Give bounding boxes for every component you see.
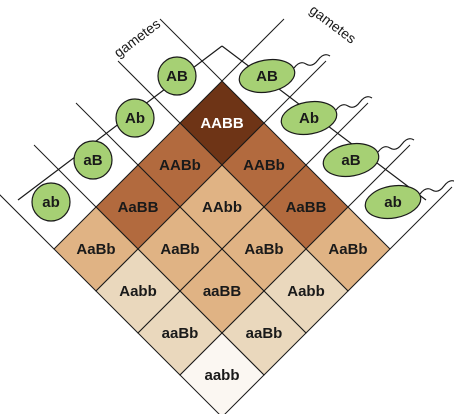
- punnett-cell-genotype: aaBb: [246, 325, 283, 342]
- left-divider-line: [117, 60, 181, 124]
- punnett-cell-genotype: AaBb: [76, 241, 115, 258]
- right-gamete-label: aB: [341, 152, 360, 169]
- right-gamete: Ab: [280, 96, 373, 136]
- gamete-ellipse: [364, 184, 422, 220]
- punnett-cell-genotype: AABb: [159, 157, 201, 174]
- right-gamete: aB: [322, 138, 415, 178]
- left-gamete: aB: [73, 140, 113, 180]
- right-gamete-label: ab: [384, 194, 402, 211]
- punnett-cell: [179, 332, 265, 414]
- right-gamete: AB: [238, 54, 331, 94]
- gamete-tail: [293, 54, 331, 69]
- punnett-cell-genotype: AaBb: [160, 241, 199, 258]
- left-gametes-header: gametes: [111, 15, 164, 60]
- gamete-circle: [157, 56, 197, 96]
- punnett-cell-genotype: AABB: [200, 115, 243, 132]
- punnett-cell-genotype: AaBb: [244, 241, 283, 258]
- gamete-tail: [377, 138, 415, 153]
- punnett-cell-genotype: AaBb: [328, 241, 367, 258]
- gamete-ellipse: [322, 142, 380, 178]
- left-gamete: AB: [157, 56, 197, 96]
- right-divider-line: [389, 186, 453, 250]
- punnett-cell-genotype: aaBb: [162, 325, 199, 342]
- gamete-ellipse: [280, 100, 338, 136]
- left-gamete-column: AB Ab aB ab: [31, 56, 197, 222]
- left-gamete-label: AB: [166, 68, 188, 85]
- right-gamete-column: AB Ab aB ab: [238, 54, 454, 220]
- left-gamete-label: Ab: [125, 110, 145, 127]
- punnett-cell-genotype: aaBB: [203, 283, 242, 300]
- left-gamete: Ab: [115, 98, 155, 138]
- punnett-cell-genotype: AaBB: [118, 199, 159, 216]
- right-gametes-header: gametes: [307, 1, 360, 46]
- right-gamete-label: Ab: [299, 110, 319, 127]
- gamete-circle: [31, 182, 71, 222]
- left-gamete: ab: [31, 182, 71, 222]
- gamete-tail: [335, 96, 373, 111]
- left-divider-line: [33, 144, 97, 208]
- punnett-cell-genotype: AaBB: [286, 199, 327, 216]
- gamete-circle: [115, 98, 155, 138]
- punnett-cell-genotype: aabb: [204, 367, 239, 384]
- right-divider-line: [263, 60, 327, 124]
- right-gamete: ab: [364, 180, 454, 220]
- punnett-cell-genotype: Aabb: [287, 283, 325, 300]
- left-divider-line: [159, 18, 223, 82]
- right-divider-line: [221, 18, 285, 82]
- left-gamete-label: aB: [83, 152, 102, 169]
- left-divider-line: [0, 194, 55, 250]
- divider-lines: [0, 18, 453, 250]
- right-gamete-label: AB: [256, 68, 278, 85]
- punnett-cell-genotype: Aabb: [119, 283, 157, 300]
- gamete-ellipse: [238, 58, 296, 94]
- gamete-tail: [419, 180, 454, 195]
- right-divider-line: [347, 144, 411, 208]
- punnett-cell-genotype: AABb: [243, 157, 285, 174]
- gamete-circle: [73, 140, 113, 180]
- punnett-cell-genotype: AAbb: [202, 199, 242, 216]
- left-divider-line: [75, 102, 139, 166]
- right-divider-line: [305, 102, 369, 166]
- left-gamete-label: ab: [42, 194, 60, 211]
